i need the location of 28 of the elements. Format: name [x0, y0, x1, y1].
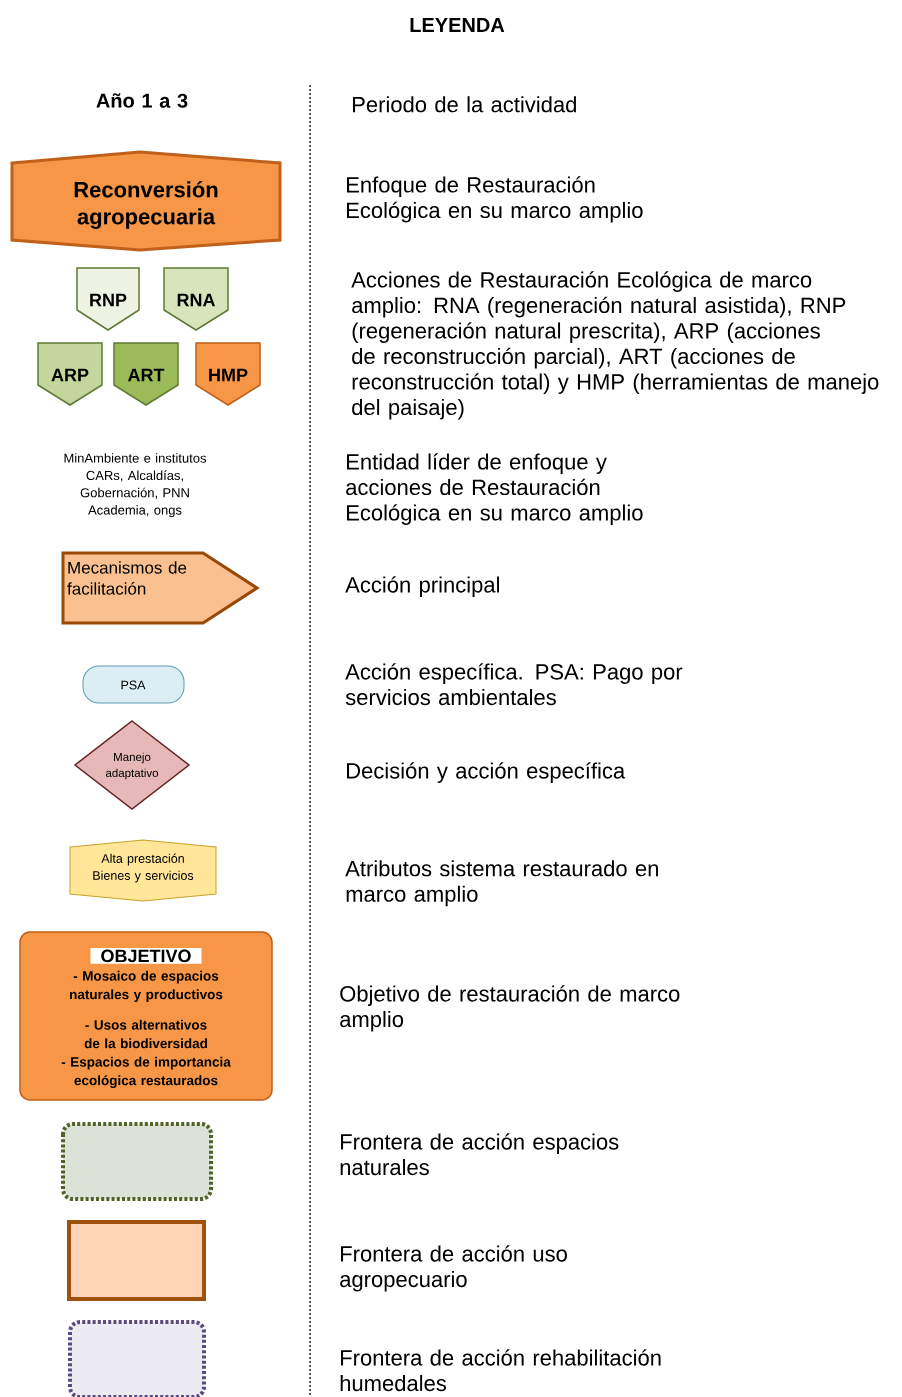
description-text: Atributos sistema restaurado en marco amplio	[345, 860, 658, 907]
entity-list-text: MinAmbiente e institutos CARs, Alcaldías, Gobernación, PNN Academia, ongs	[64, 453, 207, 518]
hexagon-box: Reconversión agropecuaria	[10, 150, 282, 252]
description-text: Entidad líder de enfoque y acciones de Restauración Ecológica en su marco amplio	[346, 453, 643, 525]
objective-box: OBJETIVO - Mosaico de espacios naturales y productivos - Usos alternativos de la biodiversidad - Espacios de importancia ecológica restaurados	[19, 931, 273, 1101]
description-text: Frontera de acción rehabilitación humedales	[340, 1349, 661, 1392]
description-text: Acciones de Restauración Ecológica de marco amplio: RNA (regeneración natural asistida), RNP (regeneración natural prescrita), ARP (acciones de reconstrucción parcial), ART (acciones de reconstrucción total) y HMP (herramientas de manejo del paisaje)	[351, 271, 879, 420]
description-text: Enfoque de Restauración Ecológica en su marco amplio	[347, 176, 643, 223]
description-text: Periodo de la actividad	[353, 96, 576, 113]
arrow-shape-box: Mecanismos de facilitación	[61, 551, 260, 625]
boundary-box	[67, 1220, 206, 1301]
dotted-boundary-box	[61, 1122, 213, 1201]
heading: Año 1 a 3	[96, 93, 188, 108]
dotted-boundary-box	[68, 1320, 206, 1397]
pentagon-tag: ART	[113, 342, 179, 406]
description-text: Frontera de acción uso agropecuario	[340, 1245, 567, 1292]
pentagon-tag: HMP	[195, 342, 261, 406]
description-text: Acción específica. PSA: Pago por servicios ambientales	[345, 663, 683, 706]
description-text: Acción principal	[345, 576, 499, 597]
description-text: Decisión y acción específica	[347, 762, 626, 783]
hexagon-box: Alta prestación Bienes y servicios	[69, 839, 217, 902]
description-text: Frontera de acción espacios naturales	[340, 1133, 619, 1176]
pentagon-tag: ARP	[37, 342, 103, 406]
description-text: Objetivo de restauración de marco amplio	[340, 985, 680, 1032]
rounded-box: PSA	[82, 665, 185, 704]
pentagon-tag: RNP	[76, 267, 140, 331]
pentagon-tag: RNA	[163, 267, 229, 331]
title: LEYENDA	[410, 18, 505, 32]
